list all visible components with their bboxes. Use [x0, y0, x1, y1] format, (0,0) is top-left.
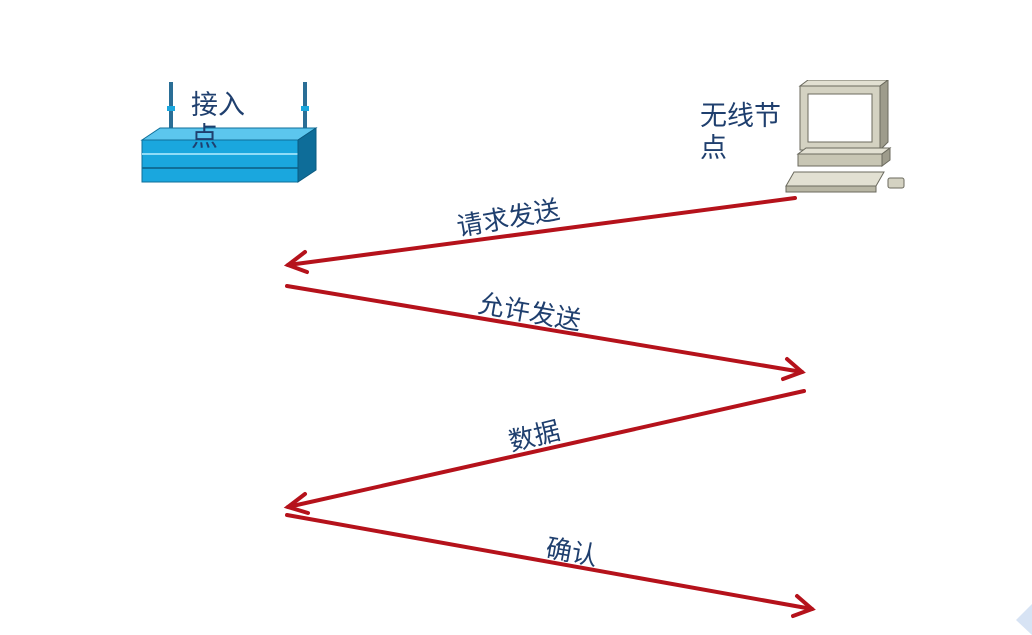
- arrow-request-to-send: [283, 196, 797, 274]
- wireless-station-label: 无线节点: [700, 101, 781, 164]
- corner-decoration: [1016, 604, 1032, 635]
- router-icon: [140, 82, 318, 183]
- arrow-clear-to-send: [285, 284, 806, 381]
- access-point-label: 接入点: [191, 90, 245, 153]
- arrow-data: [283, 389, 806, 515]
- arrow-ack: [285, 513, 816, 618]
- computer-icon: [785, 80, 905, 193]
